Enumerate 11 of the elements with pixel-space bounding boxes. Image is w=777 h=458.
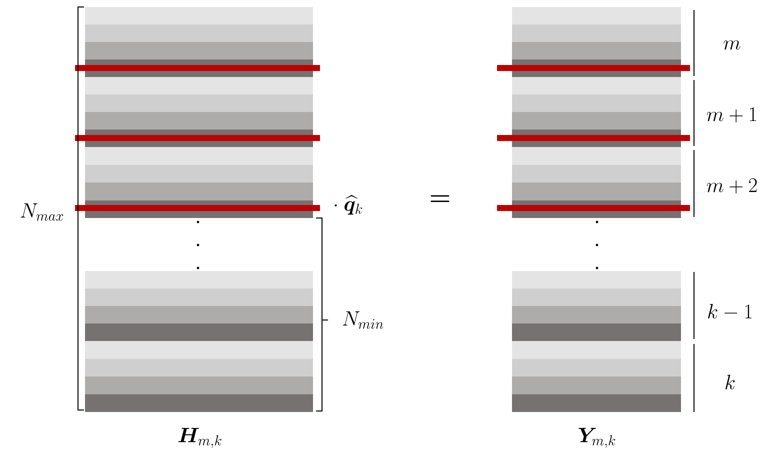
math-label: $m$ bbox=[724, 40, 740, 50]
math-label: $\bm{H}_{m,k}$ bbox=[178, 428, 222, 448]
math-label: $\cdot\ \widehat{\bm{q}}_k$ bbox=[334, 194, 362, 215]
math-label: $m + 2$ bbox=[706, 178, 757, 194]
math-label: $m + 1$ bbox=[706, 107, 756, 122]
math-label: $=$ bbox=[430, 195, 450, 202]
math-label: $k - 1$ bbox=[708, 304, 752, 319]
math-label: $\bm{Y}_{m,k}$ bbox=[578, 428, 616, 448]
math-label: $N_{min}$ bbox=[342, 311, 384, 329]
math-label: $k$ bbox=[726, 374, 735, 390]
math-label: $N_{max}$ bbox=[20, 203, 64, 221]
